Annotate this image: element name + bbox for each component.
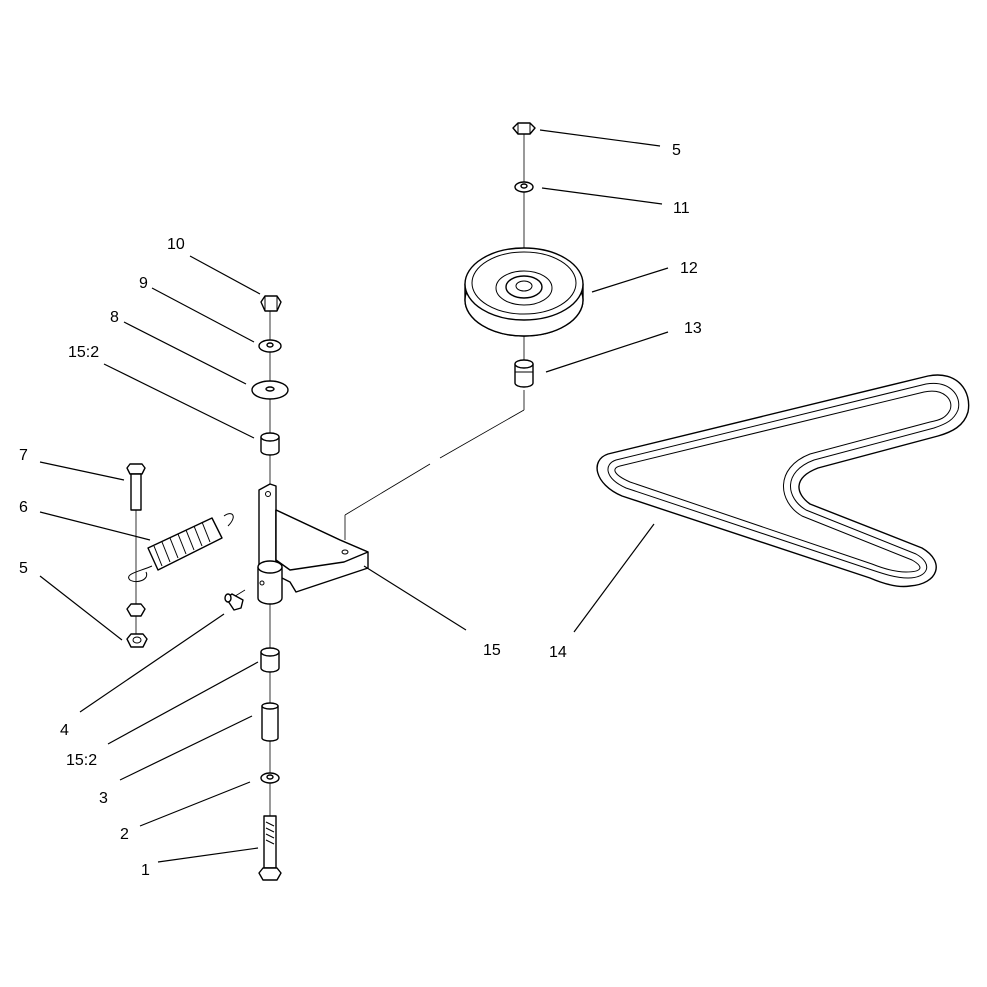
callout-15-2-upper: 15:2: [68, 344, 99, 361]
callout-1: 1: [141, 862, 150, 879]
spacer-bushing-right: [514, 359, 534, 388]
callout-2: 2: [120, 826, 129, 843]
callout-15: 15: [483, 642, 501, 659]
hex-nut-left-lower: [126, 633, 148, 648]
callout-11: 11: [673, 200, 690, 217]
washer-large: [251, 380, 289, 400]
callout-8: 8: [110, 309, 119, 326]
callout-5-left: 5: [19, 560, 28, 577]
bolt-left: [126, 463, 146, 511]
bushing-upper: [260, 432, 280, 456]
callout-14: 14: [549, 644, 567, 661]
leader-lines: [39, 129, 669, 863]
callout-7: 7: [19, 447, 28, 464]
hex-nut-upper: [260, 295, 282, 312]
hex-nut-top-right: [512, 122, 536, 135]
bolt-bottom: [258, 815, 282, 881]
callout-4: 4: [60, 722, 69, 739]
idler-arm: [257, 483, 369, 605]
callout-15-2-lower: 15:2: [66, 752, 97, 769]
callout-labels: 1 2 3 4 15:2 5 6 7 15:2 8 9 10 5 11 12 1…: [19, 142, 702, 879]
idler-pulley: [464, 247, 584, 337]
washer-right: [514, 181, 534, 193]
washer-bottom: [260, 772, 280, 784]
callout-6: 6: [19, 499, 28, 516]
spacer-tube: [261, 702, 279, 742]
bushing-lower: [260, 647, 280, 673]
callout-9: 9: [139, 275, 148, 292]
assembly-axes: [135, 130, 525, 870]
callout-13: 13: [684, 320, 702, 337]
grease-fitting: [224, 593, 244, 611]
callout-5-right: 5: [672, 142, 681, 159]
callout-3: 3: [99, 790, 108, 807]
washer-small: [258, 339, 282, 353]
v-belt: [596, 374, 970, 588]
callout-12: 12: [680, 260, 698, 277]
hex-nut-left: [126, 603, 146, 617]
extension-spring: [128, 513, 234, 583]
callout-10: 10: [167, 236, 185, 253]
